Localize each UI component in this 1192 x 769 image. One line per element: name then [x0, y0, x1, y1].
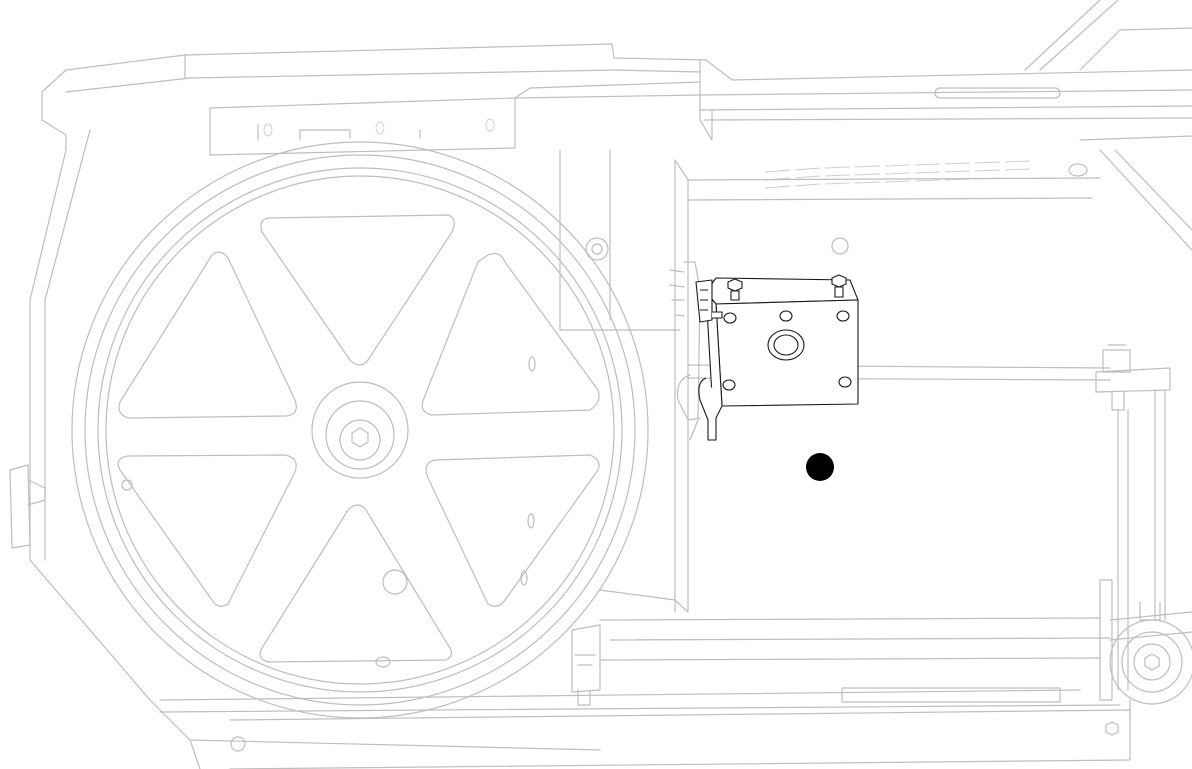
ghost-frame [41, 0, 1192, 251]
ghost-center-panel [520, 149, 1111, 706]
upper-blade-guide-bracket [695, 274, 859, 441]
ghost-right-assembly [1095, 344, 1192, 719]
ghost-wheel-housing [9, 129, 1131, 769]
reference-dot [806, 453, 834, 481]
ghost-wheel [71, 141, 649, 719]
